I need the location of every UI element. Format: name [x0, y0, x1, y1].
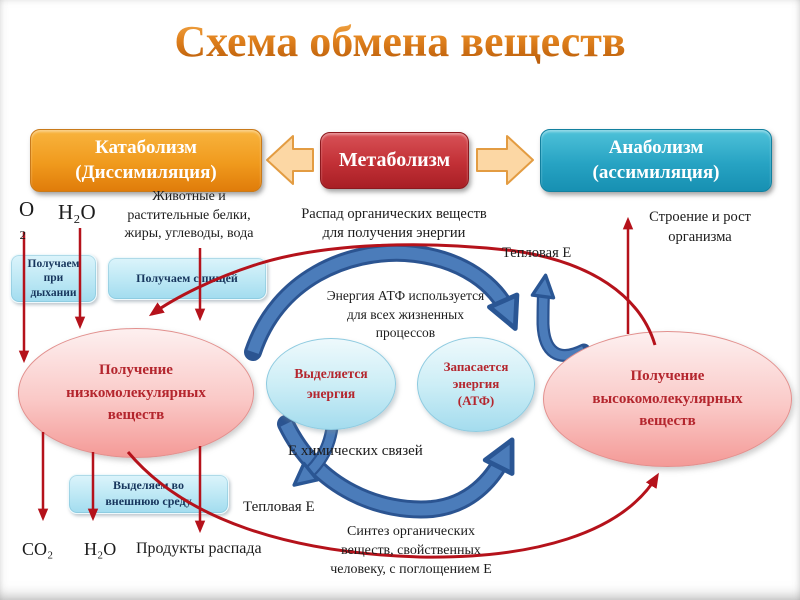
- catabolism-breakdown-curve: [148, 243, 657, 346]
- heat-energy-bottom-label: Тепловая Е: [243, 499, 315, 515]
- excretion-box: Выделяем во внешнюю среду: [68, 474, 229, 514]
- energy-store-ellipse: Запасается энергия (АТФ): [417, 337, 535, 432]
- growth-label: Строение и рост организма: [649, 209, 751, 245]
- food-sources-label: Животные и растительные белки, жиры, угл…: [124, 189, 254, 242]
- heat-energy-up-arrow: [530, 273, 591, 362]
- low-molecular-ellipse: Получение низкомолекулярных веществ: [18, 328, 254, 458]
- h2o-top-label: Н₂О: [58, 200, 96, 224]
- anabolism-synthesis-curve: [126, 451, 659, 559]
- catabolism-box: Катаболизм (Диссимиляция): [30, 129, 262, 192]
- high-molecular-ellipse: Получение высокомолекулярных веществ: [543, 331, 792, 467]
- co2-label: CO₂: [22, 539, 54, 559]
- anabolism-box: Анаболизм (ассимиляция): [540, 129, 772, 192]
- h2o-bottom-label: H₂O: [84, 539, 117, 559]
- breakdown-label: Распад органических веществ для получени…: [301, 206, 487, 241]
- energy-release-ellipse: Выделяется энергия: [266, 338, 396, 430]
- chevron-right-icon: [476, 135, 534, 185]
- atp-usage-label: Энергия АТФ используется для всех жизнен…: [326, 288, 485, 341]
- synthesis-label: Синтез органических веществ, свойственны…: [330, 524, 492, 577]
- decay-products-label: Продукты распада: [136, 540, 262, 557]
- atp-cycle-top-arrow: [244, 243, 520, 361]
- metabolism-box: Метаболизм: [320, 132, 469, 189]
- o2-label: О ₂: [19, 197, 35, 240]
- chemical-bond-energy-label: Е химических связей: [288, 443, 423, 459]
- chevron-left-icon: [266, 135, 314, 185]
- page-title: Схема обмена веществ: [0, 16, 800, 67]
- heat-energy-top-label: Тепловая Е: [502, 245, 572, 261]
